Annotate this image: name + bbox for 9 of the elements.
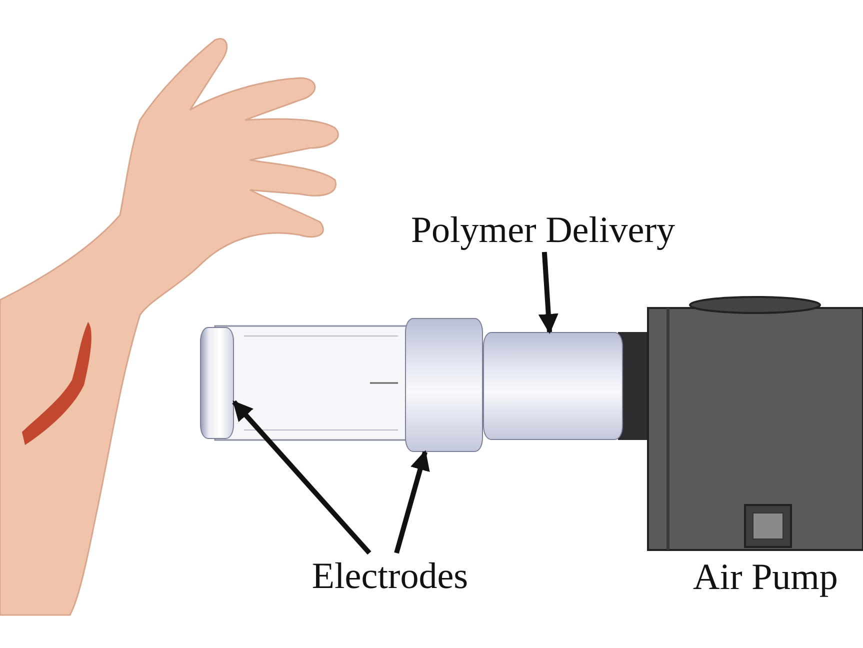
electrode-ring (200, 327, 234, 439)
part-label: Air Pump (693, 556, 838, 599)
device-cylinder (405, 318, 483, 452)
arrow (394, 450, 430, 554)
arrow (538, 252, 558, 334)
callout-label: Electrodes (300, 553, 480, 599)
device-cylinder (483, 332, 623, 440)
callout-label: Polymer Delivery (398, 208, 688, 252)
arrow (232, 400, 372, 555)
